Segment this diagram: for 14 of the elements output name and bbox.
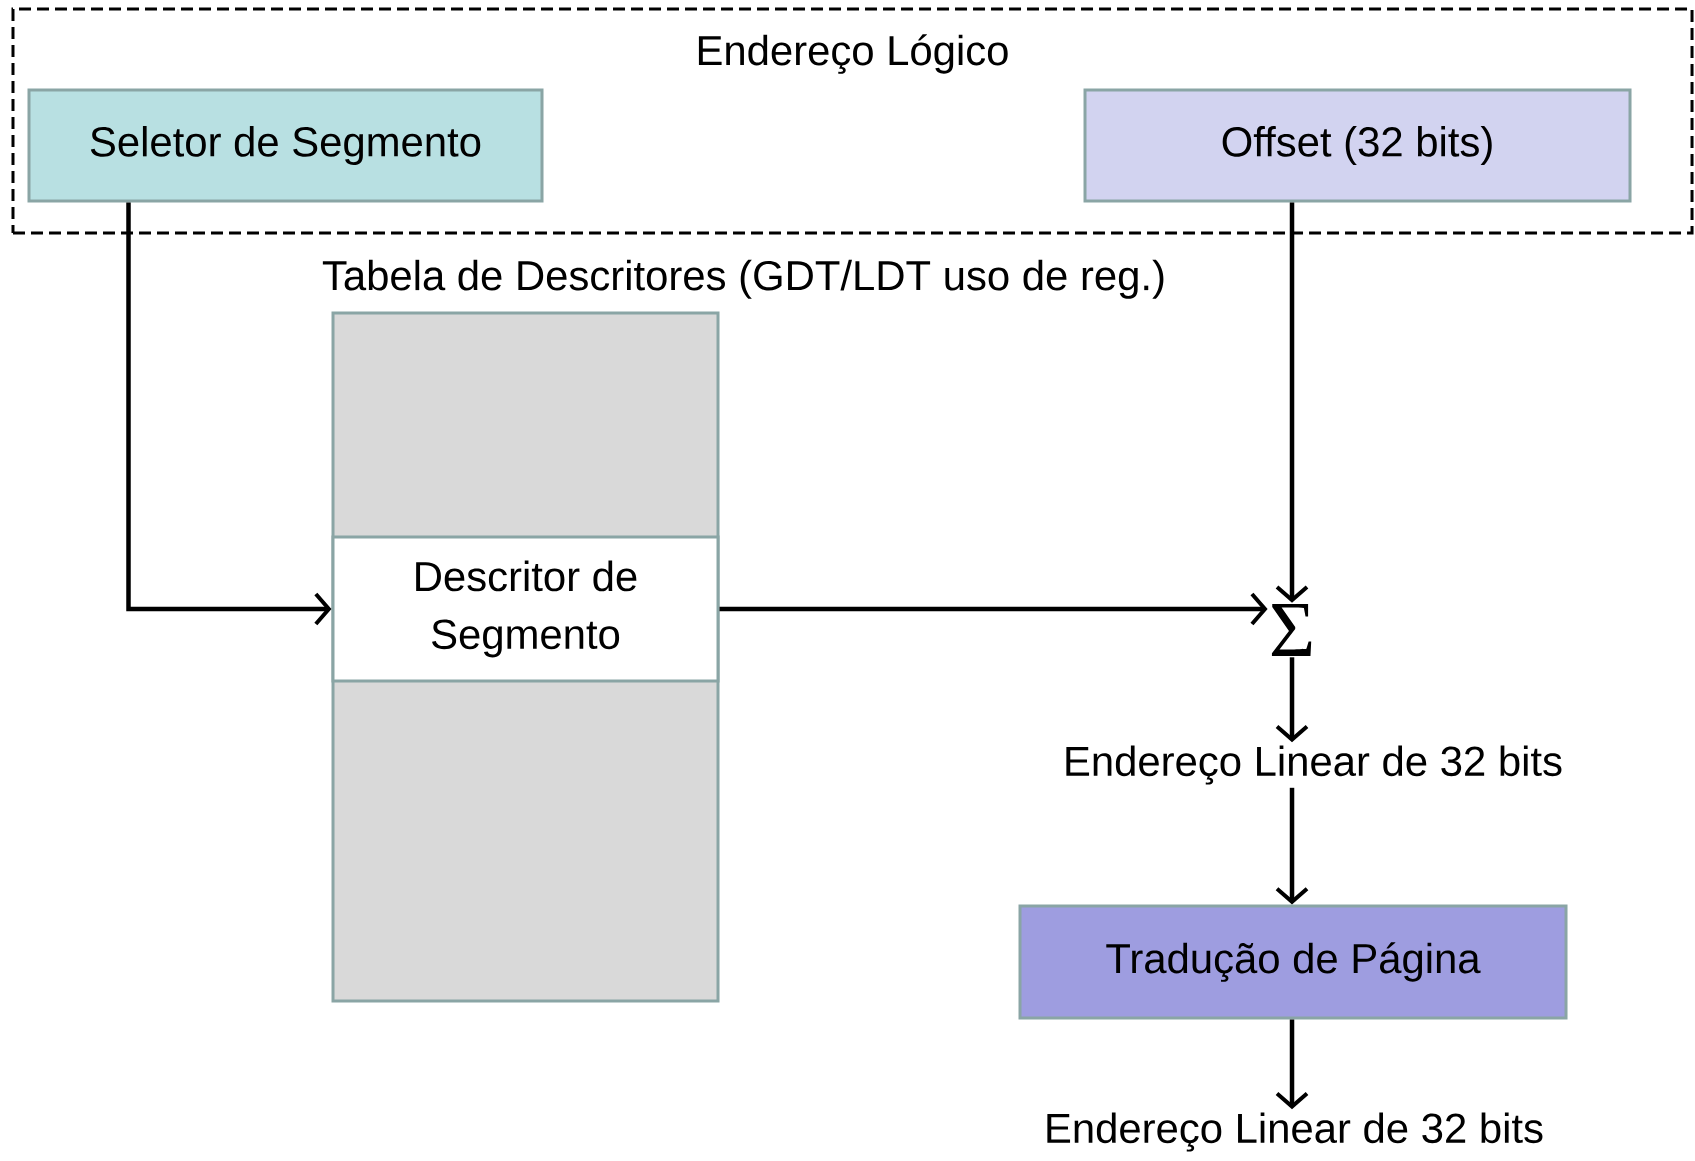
- arrow: [719, 592, 1268, 626]
- address-text: Endereço Linear de 32 bits: [1066, 745, 1562, 785]
- sum-symbol: Σ: [1271, 603, 1312, 657]
- arrow: [126, 202, 332, 626]
- offset-box: Offset (32 bits): [1083, 88, 1632, 203]
- segment-selector-box: Seletor de Segmento: [27, 88, 544, 203]
- node-label: Tabela de Descritores (GDT/LDT uso de reg.): [322, 259, 1164, 299]
- address-text: Endereço Linear de 32 bits: [1047, 1112, 1543, 1152]
- arrow: [1275, 787, 1309, 905]
- process-box: Tradução de Página: [1018, 904, 1568, 1020]
- descriptor-box: Descritor de Segmento: [331, 535, 720, 683]
- arrow: [1275, 202, 1309, 603]
- arrow: [1275, 657, 1309, 743]
- arrow: [1275, 1019, 1309, 1110]
